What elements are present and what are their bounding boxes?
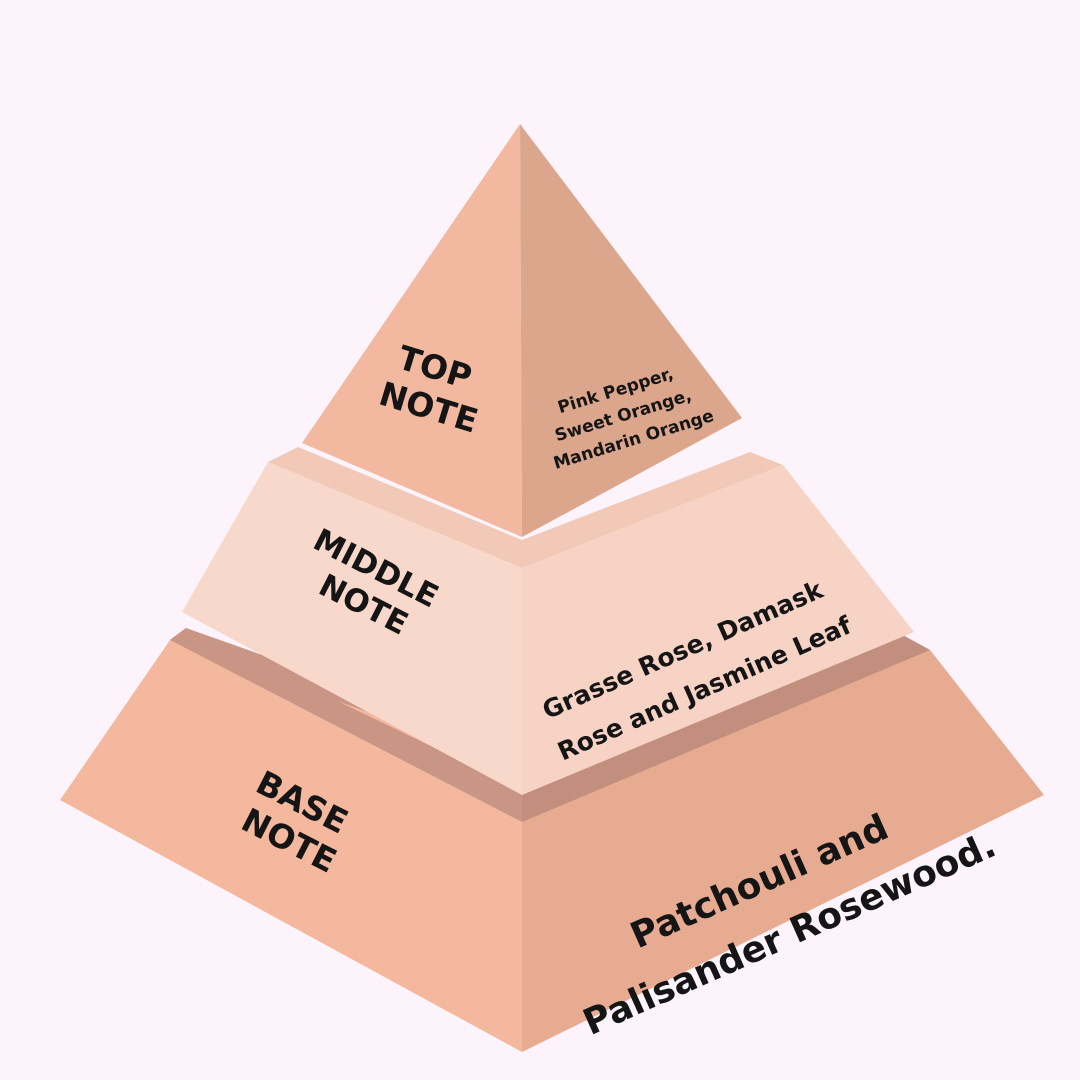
middle-tier: MIDDLE NOTE Grasse Rose, Damask Rose and… bbox=[182, 447, 914, 795]
base-tier: BASE NOTE Patchouli and Palisander Rosew… bbox=[60, 627, 1044, 1052]
top-tier: TOP NOTE Pink Pepper, Sweet Orange, Mand… bbox=[302, 124, 742, 537]
middle-tier-rim bbox=[268, 447, 783, 568]
middle-tier-left-face bbox=[182, 462, 522, 795]
middle-tier-right-face bbox=[522, 465, 914, 795]
base-tier-shadow-band-right bbox=[522, 627, 930, 822]
top-tier-right-face bbox=[520, 124, 742, 537]
top-tier-left-face bbox=[302, 124, 522, 537]
base-tier-shadow-band bbox=[170, 628, 522, 822]
